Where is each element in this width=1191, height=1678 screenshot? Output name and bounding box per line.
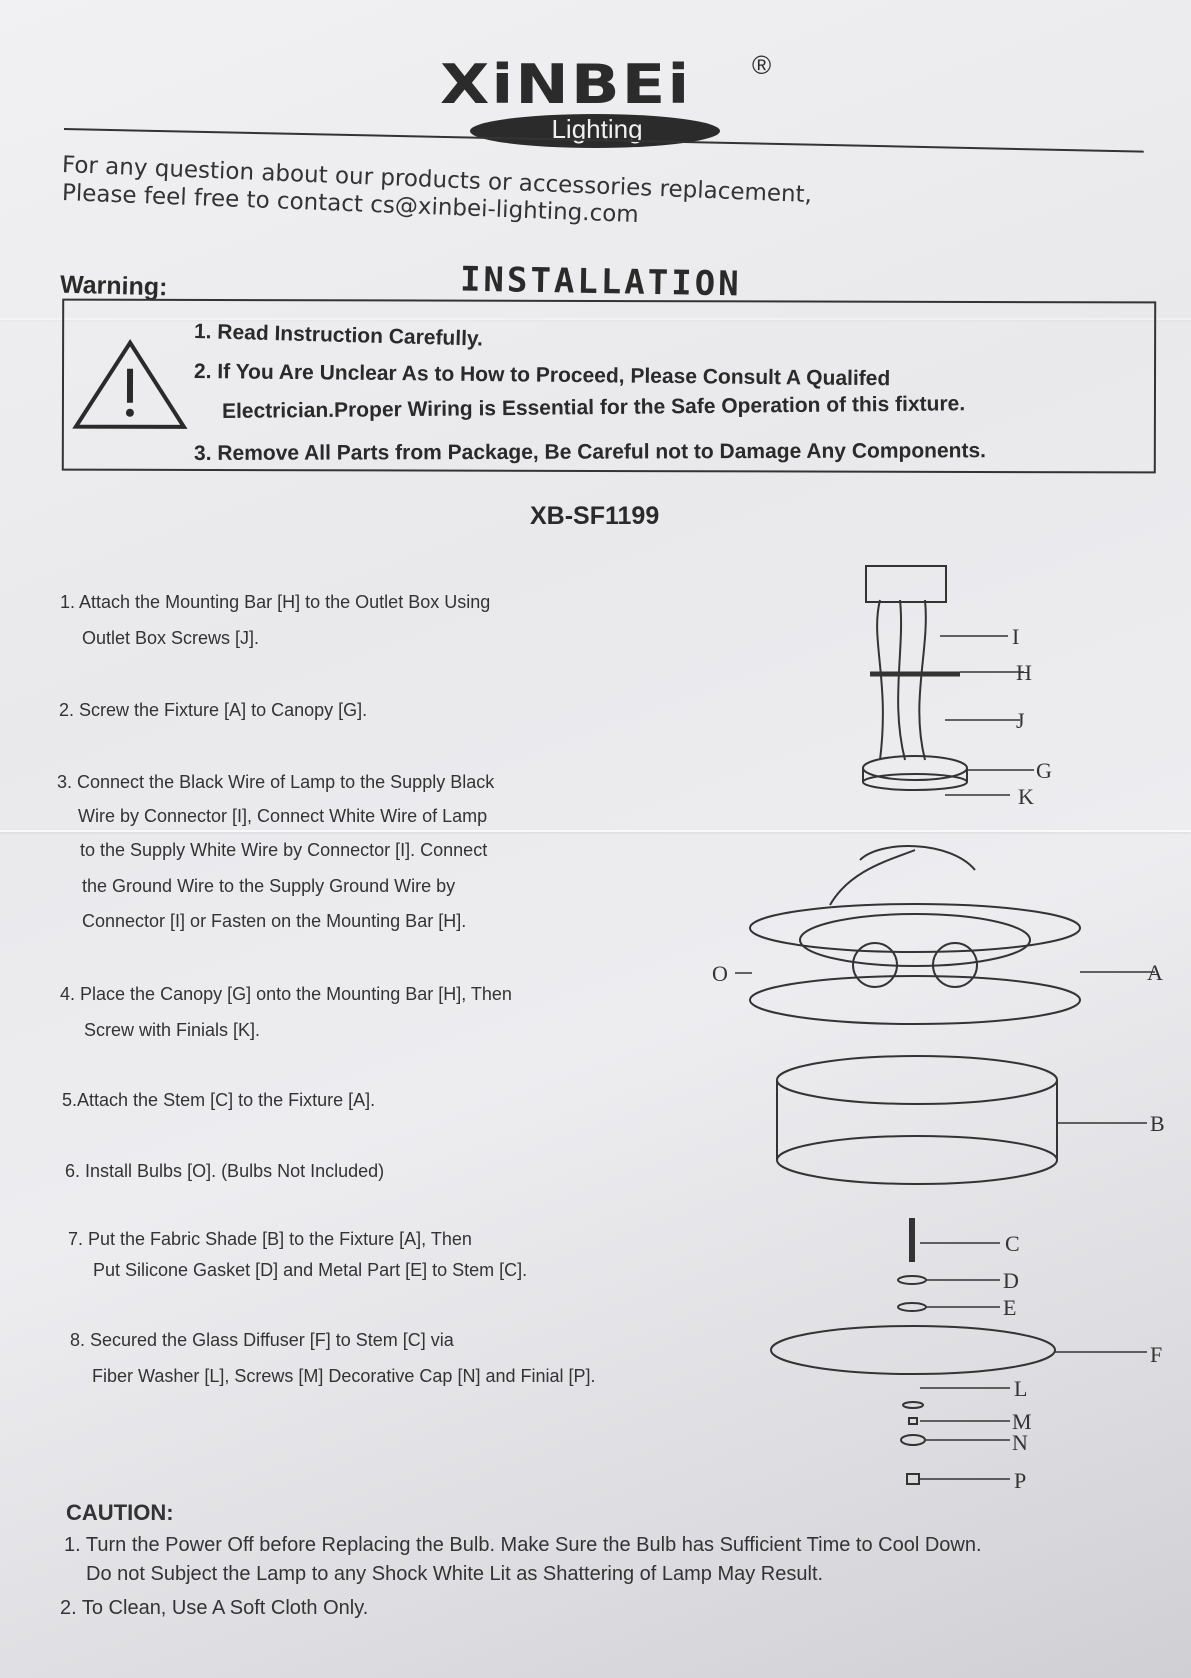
logo-brand: XiNBEi	[440, 53, 692, 117]
caution-item-1: 1. Turn the Power Off before Replacing t…	[64, 1534, 982, 1556]
label-K: K	[1018, 784, 1034, 809]
label-I: I	[1012, 624, 1019, 649]
warning-triangle-icon	[72, 339, 188, 429]
step-1-line-1: 1. Attach the Mounting Bar [H] to the Ou…	[60, 592, 491, 612]
outlet-box	[865, 565, 947, 603]
step-3-line-5: Connector [I] or Fasten on the Mounting …	[82, 911, 467, 931]
label-C: C	[1005, 1231, 1020, 1256]
label-E: E	[1003, 1295, 1016, 1320]
step-7-line-2: Put Silicone Gasket [D] and Metal Part […	[93, 1260, 528, 1280]
label-B: B	[1150, 1111, 1165, 1136]
label-G: G	[1036, 758, 1052, 783]
step-8-line-2: Fiber Washer [L], Screws [M] Decorative …	[92, 1366, 596, 1386]
step-1-line-2: Outlet Box Screws [J].	[82, 628, 260, 648]
step-5: 5.Attach the Stem [C] to the Fixture [A]…	[62, 1090, 376, 1110]
label-H: H	[1016, 660, 1032, 685]
step-4-line-2: Screw with Finials [K].	[84, 1020, 261, 1040]
step-6: 6. Install Bulbs [O]. (Bulbs Not Include…	[65, 1161, 385, 1181]
logo-registered: ®	[752, 50, 772, 80]
step-4-line-1: 4. Place the Canopy [G] onto the Mountin…	[60, 984, 512, 1004]
step-7-line-1: 7. Put the Fabric Shade [B] to the Fixtu…	[68, 1229, 472, 1249]
step-3-line-4: the Ground Wire to the Supply Ground Wir…	[82, 876, 456, 896]
fabric-shade	[776, 1055, 1058, 1105]
model-number: XB-SF1199	[530, 502, 660, 530]
glass-diffuser	[770, 1325, 1056, 1375]
label-O: O	[712, 961, 728, 986]
step-3-line-2: Wire by Connector [I], Connect White Wir…	[78, 806, 488, 826]
label-L: L	[1014, 1376, 1027, 1401]
paper-crease	[0, 830, 1191, 832]
label-J: J	[1016, 708, 1025, 733]
label-M: M	[1012, 1409, 1032, 1434]
step-2: 2. Screw the Fixture [A] to Canopy [G].	[59, 700, 368, 720]
label-D: D	[1003, 1268, 1019, 1293]
step-3-line-3: to the Supply White Wire by Connector [I…	[80, 840, 488, 860]
label-A: A	[1147, 960, 1163, 985]
step-8-line-1: 8. Secured the Glass Diffuser [F] to Ste…	[70, 1330, 454, 1350]
label-N: N	[1012, 1430, 1028, 1455]
wires	[876, 599, 927, 761]
bulb	[852, 942, 898, 988]
fixture-top-ring	[799, 913, 1031, 967]
caution-item-2: 2. To Clean, Use A Soft Cloth Only.	[60, 1597, 369, 1619]
label-P: P	[1014, 1468, 1026, 1493]
paper-crease	[0, 318, 1191, 320]
warning-box	[61, 298, 1157, 474]
fixture-bottom-ring	[749, 975, 1081, 1025]
label-F: F	[1150, 1342, 1162, 1367]
step-3-line-1: 3. Connect the Black Wire of Lamp to the…	[57, 772, 495, 792]
caution-title: CAUTION:	[66, 1500, 174, 1525]
caution-item-1-cont: Do not Subject the Lamp to any Shock Whi…	[86, 1563, 824, 1585]
